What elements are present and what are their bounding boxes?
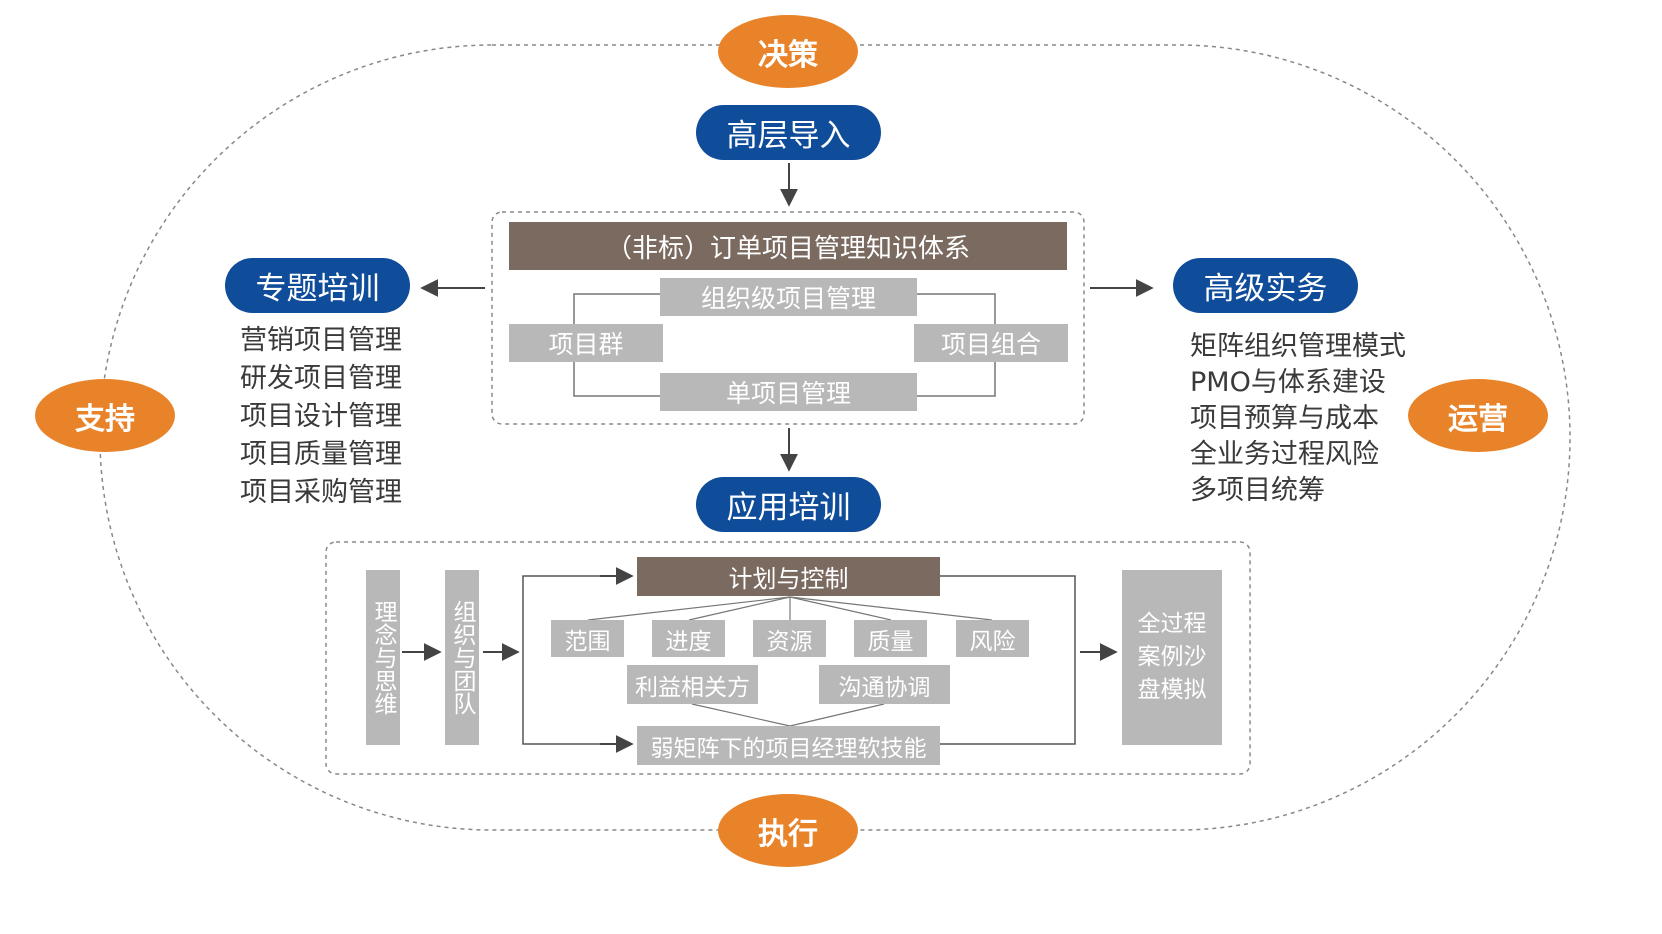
decision-node: 决策 bbox=[718, 15, 858, 88]
list-item: 项目质量管理 bbox=[240, 439, 402, 470]
case-sandbox-label: 全过程案例沙盘模拟 bbox=[1137, 611, 1207, 703]
list-item: 项目采购管理 bbox=[240, 477, 402, 508]
topic-risk-box: 风险 bbox=[956, 620, 1029, 657]
single-project-box: 单项目管理 bbox=[660, 373, 917, 411]
operation-node: 运营 bbox=[1408, 379, 1548, 452]
list-item: 项目设计管理 bbox=[240, 401, 402, 432]
special-training-list: 营销项目管理 研发项目管理 项目设计管理 项目质量管理 项目采购管理 bbox=[240, 322, 440, 512]
application-training-pill: 应用培训 bbox=[696, 477, 881, 532]
list-item: 营销项目管理 bbox=[240, 325, 402, 356]
program-box: 项目群 bbox=[509, 324, 663, 362]
execution-node: 执行 bbox=[718, 794, 858, 867]
stakeholders-box: 利益相关方 bbox=[627, 665, 758, 704]
list-item: 多项目统筹 bbox=[1190, 475, 1325, 506]
plan-bracket-right bbox=[940, 575, 1076, 745]
advanced-practice-pill: 高级实务 bbox=[1173, 258, 1358, 313]
topic-scope-box: 范围 bbox=[551, 620, 624, 657]
communication-box: 沟通协调 bbox=[819, 665, 950, 704]
list-item: PMO与体系建设 bbox=[1190, 367, 1386, 398]
portfolio-box: 项目组合 bbox=[914, 324, 1068, 362]
list-item: 项目预算与成本 bbox=[1190, 403, 1379, 434]
topic-schedule-box: 进度 bbox=[652, 620, 725, 657]
case-sandbox-box: 全过程案例沙盘模拟 bbox=[1122, 570, 1222, 745]
plan-bracket-left bbox=[522, 575, 625, 745]
fan-lines bbox=[587, 596, 993, 727]
plan-control-box: 计划与控制 bbox=[637, 557, 940, 596]
topic-quality-box: 质量 bbox=[854, 620, 927, 657]
knowledge-frame bbox=[491, 211, 1085, 425]
list-item: 研发项目管理 bbox=[240, 363, 402, 394]
knowledge-system-title: （非标）订单项目管理知识体系 bbox=[509, 222, 1067, 270]
topic-resource-box: 资源 bbox=[753, 620, 826, 657]
list-item: 矩阵组织管理模式 bbox=[1190, 331, 1406, 362]
support-node: 支持 bbox=[35, 379, 175, 452]
executive-intro-pill: 高层导入 bbox=[696, 105, 881, 160]
special-training-pill: 专题培训 bbox=[225, 258, 410, 313]
soft-skills-box: 弱矩阵下的项目经理软技能 bbox=[637, 726, 940, 765]
list-item: 全业务过程风险 bbox=[1190, 439, 1379, 470]
application-frame bbox=[325, 541, 1251, 775]
org-team-box: 组织与团队 bbox=[445, 570, 479, 745]
concept-thinking-box: 理念与思维 bbox=[366, 570, 400, 745]
org-level-pm-box: 组织级项目管理 bbox=[660, 278, 917, 316]
advanced-practice-list: 矩阵组织管理模式 PMO与体系建设 项目预算与成本 全业务过程风险 多项目统筹 bbox=[1190, 329, 1430, 509]
